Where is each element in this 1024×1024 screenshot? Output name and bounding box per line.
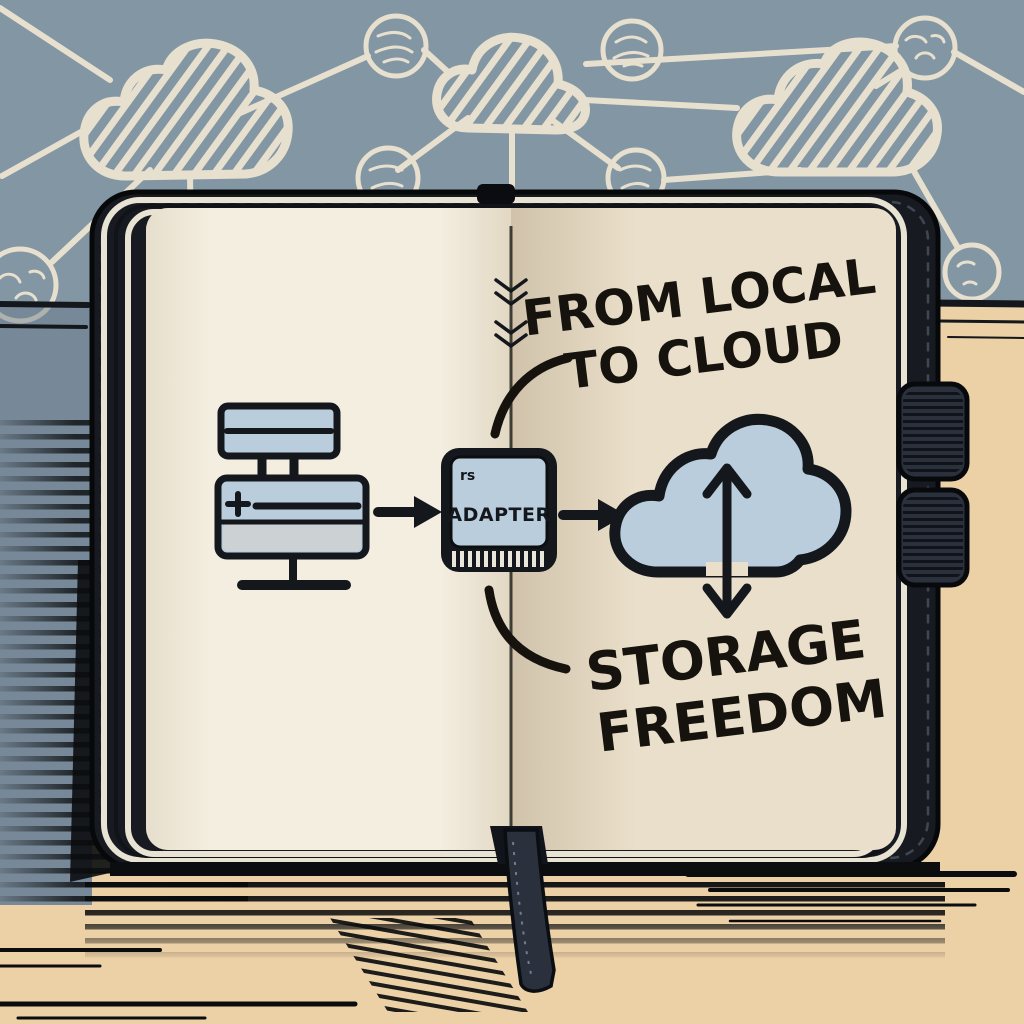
local-storage-server-icon	[214, 402, 370, 590]
side-tab	[896, 487, 970, 588]
curve-to-heading	[490, 353, 573, 439]
network-node-icon	[892, 15, 958, 81]
arrow-right-icon	[373, 496, 442, 528]
adapter-corner-mark: rs	[460, 468, 475, 484]
arrow-right-icon	[558, 499, 626, 531]
network-line	[0, 5, 113, 83]
cloud-storage-icon	[609, 413, 852, 619]
bookmark-ribbon	[490, 826, 556, 993]
network-line	[421, 47, 451, 75]
network-line	[909, 165, 961, 251]
gutter-chevron-marks	[494, 278, 528, 349]
up-down-arrow-icon	[702, 463, 752, 619]
network-nodes	[0, 13, 1002, 324]
network-node-icon	[942, 242, 1002, 302]
sketched-cloud-icon-left	[79, 38, 293, 181]
adapter-chip-icon: rs ADAPTER	[441, 448, 557, 572]
chip-pins	[451, 551, 547, 567]
network-node-icon	[363, 13, 429, 79]
network-node-icon	[0, 246, 59, 324]
curve-to-caption	[484, 585, 571, 674]
left-page-edge-shade	[146, 208, 210, 850]
network-line	[0, 125, 91, 179]
cover-side-tabs	[896, 381, 970, 588]
spine-top-notch	[477, 184, 515, 204]
sketched-cloud-icon-right	[732, 37, 942, 177]
network-line	[951, 49, 1024, 95]
network-line	[582, 97, 740, 111]
sketched-cloud-icon-middle	[432, 32, 590, 135]
annotation-curves	[484, 353, 573, 674]
desk-edge-lines	[0, 299, 1024, 339]
desk-scratch-lines	[0, 948, 358, 1020]
network-node-icon	[600, 18, 664, 82]
side-tab	[896, 381, 970, 482]
adapter-label: ADAPTER	[447, 504, 550, 526]
ribbon-shadow-hatching	[330, 918, 528, 1012]
